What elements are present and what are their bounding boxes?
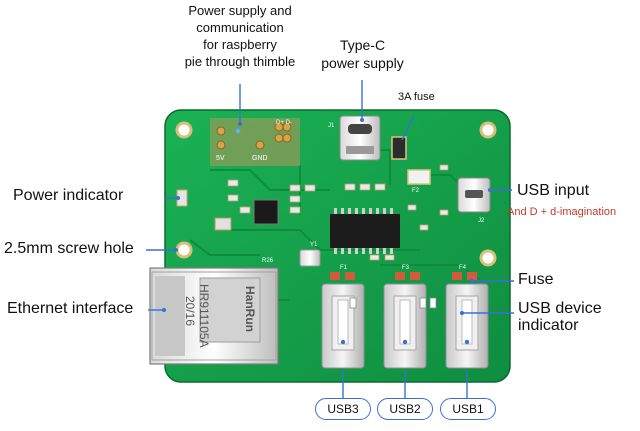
label-fuse: Fuse xyxy=(518,271,554,288)
silk-j1: J1 xyxy=(328,123,335,129)
jack-date-text: 20/16 xyxy=(183,296,197,326)
silk-5v: 5V xyxy=(216,155,225,162)
ethernet-jack xyxy=(149,267,279,365)
small-ic xyxy=(214,217,232,231)
leader-3a-fuse xyxy=(401,115,415,141)
silk-r26: R26 xyxy=(262,258,274,264)
silk-f1: F1 xyxy=(340,265,348,271)
leader-dots xyxy=(162,118,492,345)
thimble-blue-dot xyxy=(235,128,241,134)
ic-pins xyxy=(334,208,393,254)
label-power-indicator: Power indicator xyxy=(13,187,124,204)
usb1-tag: USB1 xyxy=(440,398,496,420)
fuse-3a-part xyxy=(391,136,407,160)
label-imagination: And D + d-imagination xyxy=(507,206,617,218)
label-usb-input: USB input xyxy=(517,182,590,199)
label-3a-fuse: 3A fuse xyxy=(398,91,435,103)
silk-gnd: GND xyxy=(252,155,268,162)
usb-indicator-leds xyxy=(349,297,437,309)
label-ethernet: Ethernet interface xyxy=(7,300,134,317)
silk-y1: Y1 xyxy=(310,242,318,248)
label-screw-hole: 2.5mm screw hole xyxy=(4,240,134,257)
silk-f2: F2 xyxy=(412,188,420,194)
thimble-pins xyxy=(216,122,292,150)
hub-controller-chip xyxy=(253,199,279,225)
label-typec: Type-C power supply xyxy=(321,37,404,71)
usb-port-3 xyxy=(321,283,365,369)
jack-brand-text: HanRun xyxy=(243,286,257,332)
silk-f4: F4 xyxy=(459,265,467,271)
silk-f3: F3 xyxy=(402,265,410,271)
smd-parts xyxy=(227,164,449,261)
ic-ssop xyxy=(330,214,400,248)
label-usb-device-indicator: USB device indicator xyxy=(518,300,602,334)
crystal-y1 xyxy=(299,249,321,267)
jack-model-text: HR911105A xyxy=(197,284,211,348)
fuse-row xyxy=(330,272,477,280)
usb3-tag: USB3 xyxy=(315,398,371,420)
usb-port-1 xyxy=(445,283,489,369)
usb-port-2 xyxy=(383,283,427,369)
silk-dd: D+ D- xyxy=(276,120,292,126)
usb2-tag: USB2 xyxy=(377,398,433,420)
label-thimble: Power supply and communication for raspb… xyxy=(184,3,296,69)
silk-j2: J2 xyxy=(478,218,485,224)
mounting-holes xyxy=(175,121,497,267)
fuse-f2-part xyxy=(407,169,431,185)
leader-lines xyxy=(146,80,514,400)
